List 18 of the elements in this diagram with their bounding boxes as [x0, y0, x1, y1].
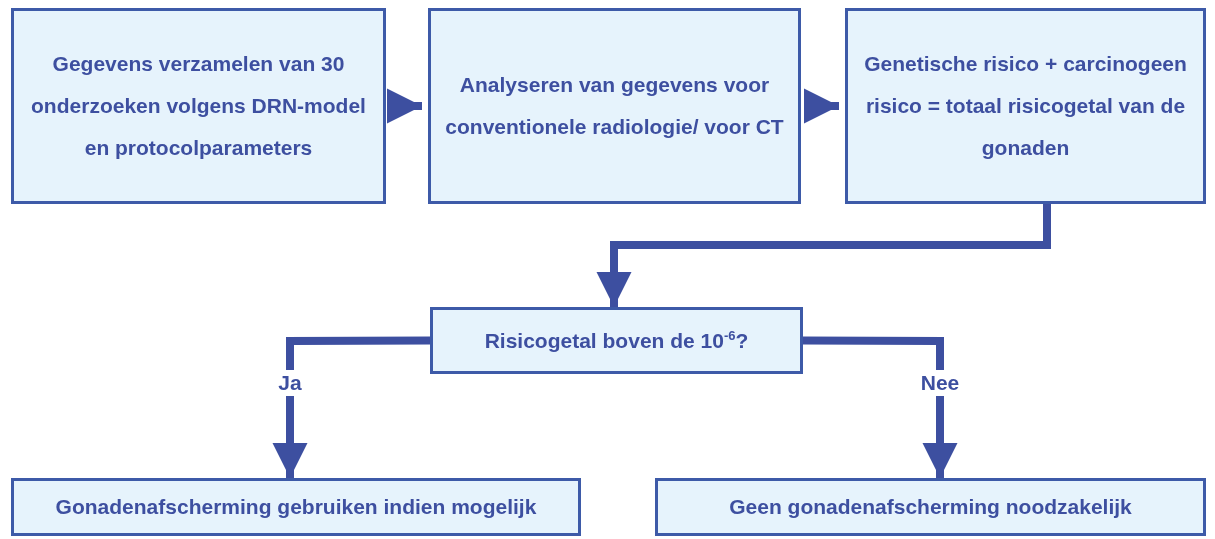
box-text: Gegevens verzamelen van 30 onderzoeken volgens DRN-model en protocolparameters [30, 51, 367, 161]
process-box [11, 478, 581, 536]
arrow [803, 88, 839, 124]
process-box [845, 8, 1206, 204]
process-box [11, 8, 386, 204]
process-box [655, 478, 1206, 536]
arrow [803, 336, 958, 478]
box-text: Genetische risico + carcinogeen risico = totaal risicogetal van de gonaden [863, 51, 1188, 161]
box-text: Geen gonadenafscherming noodzakelijk [728, 494, 1133, 520]
box-text: Analyseren van gegevens voor conventionele radiologie/ voor CT [444, 72, 785, 140]
arrow [596, 204, 1051, 307]
box-text: Risicogetal boven de 10$^{-6}$? [483, 326, 750, 354]
process-box [428, 8, 801, 204]
arrow [386, 88, 422, 124]
edge-label: Ja [275, 370, 305, 396]
decision-box [430, 307, 803, 374]
box-text: Gonadenafscherming gebruiken indien mogelijk [54, 494, 538, 520]
arrow [272, 336, 430, 478]
